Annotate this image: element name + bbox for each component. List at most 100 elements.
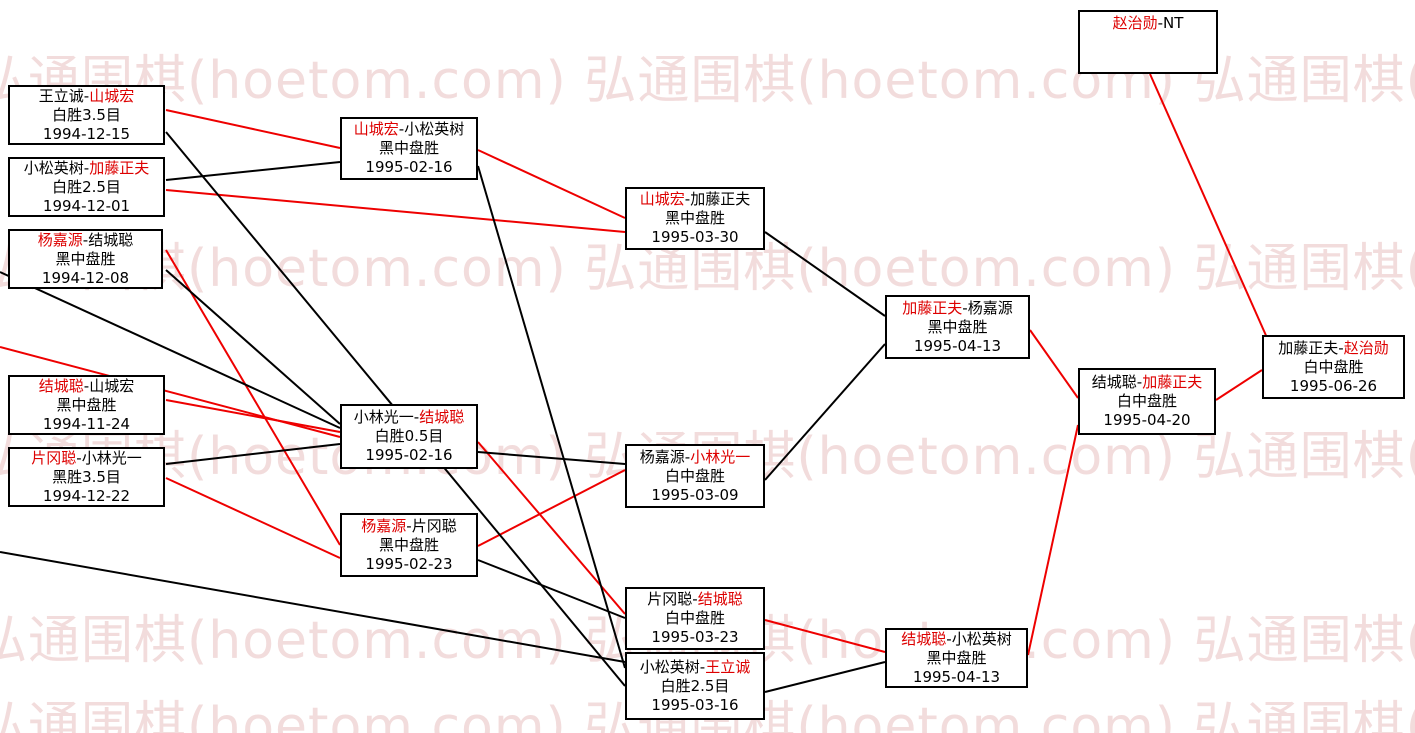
- bracket-line-loss: [477, 559, 626, 619]
- match-date: 1995-02-16: [365, 158, 453, 176]
- match-result: 黑中盘胜: [56, 395, 117, 414]
- match-players: 山城宏-加藤正夫: [639, 190, 751, 208]
- player-name-winner-true: 山城宏: [639, 190, 685, 208]
- bracket-line-win: [1149, 73, 1269, 341]
- match-date: 1994-12-01: [42, 196, 131, 215]
- match-result: 黑中盘胜: [55, 249, 116, 268]
- match-players: 杨嘉源-片冈聪: [361, 516, 457, 535]
- bracket-line-win: [477, 149, 626, 219]
- match-players: 结城聪-加藤正夫: [1091, 373, 1203, 391]
- match-date: 1994-11-24: [42, 414, 131, 433]
- player-name-winner-false: 片冈聪: [411, 516, 457, 535]
- match-result: 白胜0.5目: [374, 427, 444, 445]
- match-result: 白中盘胜: [1303, 357, 1364, 376]
- bracket-line-loss: [477, 451, 626, 465]
- player-name-winner-false: 结城聪: [1091, 373, 1137, 391]
- match-players: 片冈聪-小林光一: [31, 448, 142, 467]
- player-name-winner-false: 山城宏: [89, 376, 135, 395]
- bracket-line-loss: [764, 343, 886, 481]
- match-result: 白胜3.5目: [52, 105, 121, 124]
- player-name-winner-false: 杨嘉源: [967, 298, 1013, 317]
- match-box-b16[interactable]: 赵治勋-NT: [1078, 10, 1218, 74]
- match-result: 黑中盘胜: [378, 535, 439, 554]
- player-name-winner-true: 结城聪: [419, 408, 465, 426]
- match-players: 加藤正夫-赵治勋: [1278, 338, 1389, 357]
- match-players: 加藤正夫-杨嘉源: [902, 298, 1013, 317]
- player-name-winner-true: 片冈聪: [31, 448, 77, 467]
- bracket-line-win: [0, 346, 341, 438]
- player-name-winner-true: 赵治勋: [1343, 338, 1389, 357]
- match-result: 黑中盘胜: [664, 209, 725, 227]
- match-date: 1995-03-23: [651, 628, 739, 646]
- bracket-line-win: [165, 399, 341, 433]
- match-result: 黑胜3.5目: [52, 467, 121, 486]
- match-date: 1995-04-20: [1103, 411, 1191, 429]
- match-date: 1995-06-26: [1289, 376, 1378, 395]
- match-players: 王立诚-山城宏: [38, 86, 135, 105]
- match-date: 1995-04-13: [912, 667, 1001, 686]
- bracket-line-win: [165, 109, 341, 149]
- bracket-line-win: [165, 249, 341, 546]
- player-name-winner-true: 结城聪: [901, 629, 947, 648]
- bracket-line-loss: [0, 271, 341, 429]
- match-result: 黑中盘胜: [927, 317, 988, 336]
- match-result: 白胜2.5目: [52, 177, 121, 196]
- player-name-winner-true: 山城宏: [353, 120, 399, 138]
- match-result: 黑中盘胜: [378, 139, 439, 157]
- bracket-line-win: [764, 619, 886, 653]
- match-result: 白中盘胜: [664, 466, 725, 485]
- match-date: 1995-02-23: [365, 554, 453, 573]
- player-name-winner-true: 赵治勋: [1112, 13, 1158, 32]
- match-date: 1995-03-16: [651, 695, 739, 714]
- player-name-winner-true: 杨嘉源: [37, 230, 83, 249]
- bracket-line-win: [1027, 424, 1079, 656]
- player-name-winner-false: 小松英树: [639, 657, 700, 676]
- match-result: 白中盘胜: [664, 609, 725, 627]
- player-name-winner-true: 王立诚: [705, 657, 751, 676]
- match-date: 1995-03-30: [651, 228, 739, 246]
- match-date: 1994-12-15: [42, 124, 131, 143]
- match-date: 1994-12-22: [42, 486, 131, 505]
- player-name-winner-false: 加藤正夫: [1278, 338, 1339, 357]
- bracket-line-loss: [165, 269, 341, 425]
- match-date: 1995-03-09: [651, 485, 739, 504]
- player-name-winner-false: 片冈聪: [647, 590, 693, 608]
- match-players: 小林光一-结城聪: [353, 408, 465, 426]
- player-name-winner-false: 结城聪: [88, 230, 134, 249]
- match-date: 1995-02-16: [365, 446, 453, 464]
- player-name-winner-false: 王立诚: [38, 86, 84, 105]
- player-name-winner-true: 加藤正夫: [89, 158, 150, 177]
- player-name-winner-false: 加藤正夫: [690, 190, 751, 208]
- match-players: 结城聪-小松英树: [901, 629, 1012, 648]
- match-players: 片冈聪-结城聪: [647, 590, 743, 608]
- match-players: 山城宏-小松英树: [353, 120, 465, 138]
- bracket-line-win: [477, 469, 626, 547]
- match-players: 赵治勋-NT: [1112, 13, 1184, 32]
- player-name-winner-true: 结城聪: [38, 376, 84, 395]
- bracket-line-loss: [0, 551, 626, 663]
- player-name-winner-false: 小林光一: [353, 408, 414, 426]
- player-name-winner-true: 结城聪: [697, 590, 743, 608]
- match-date: [1080, 52, 1216, 71]
- player-name-winner-false: NT: [1163, 13, 1184, 32]
- player-name-winner-true: 小林光一: [690, 447, 751, 466]
- player-name-winner-true: 山城宏: [89, 86, 135, 105]
- match-players: 小松英树-王立诚: [639, 657, 751, 676]
